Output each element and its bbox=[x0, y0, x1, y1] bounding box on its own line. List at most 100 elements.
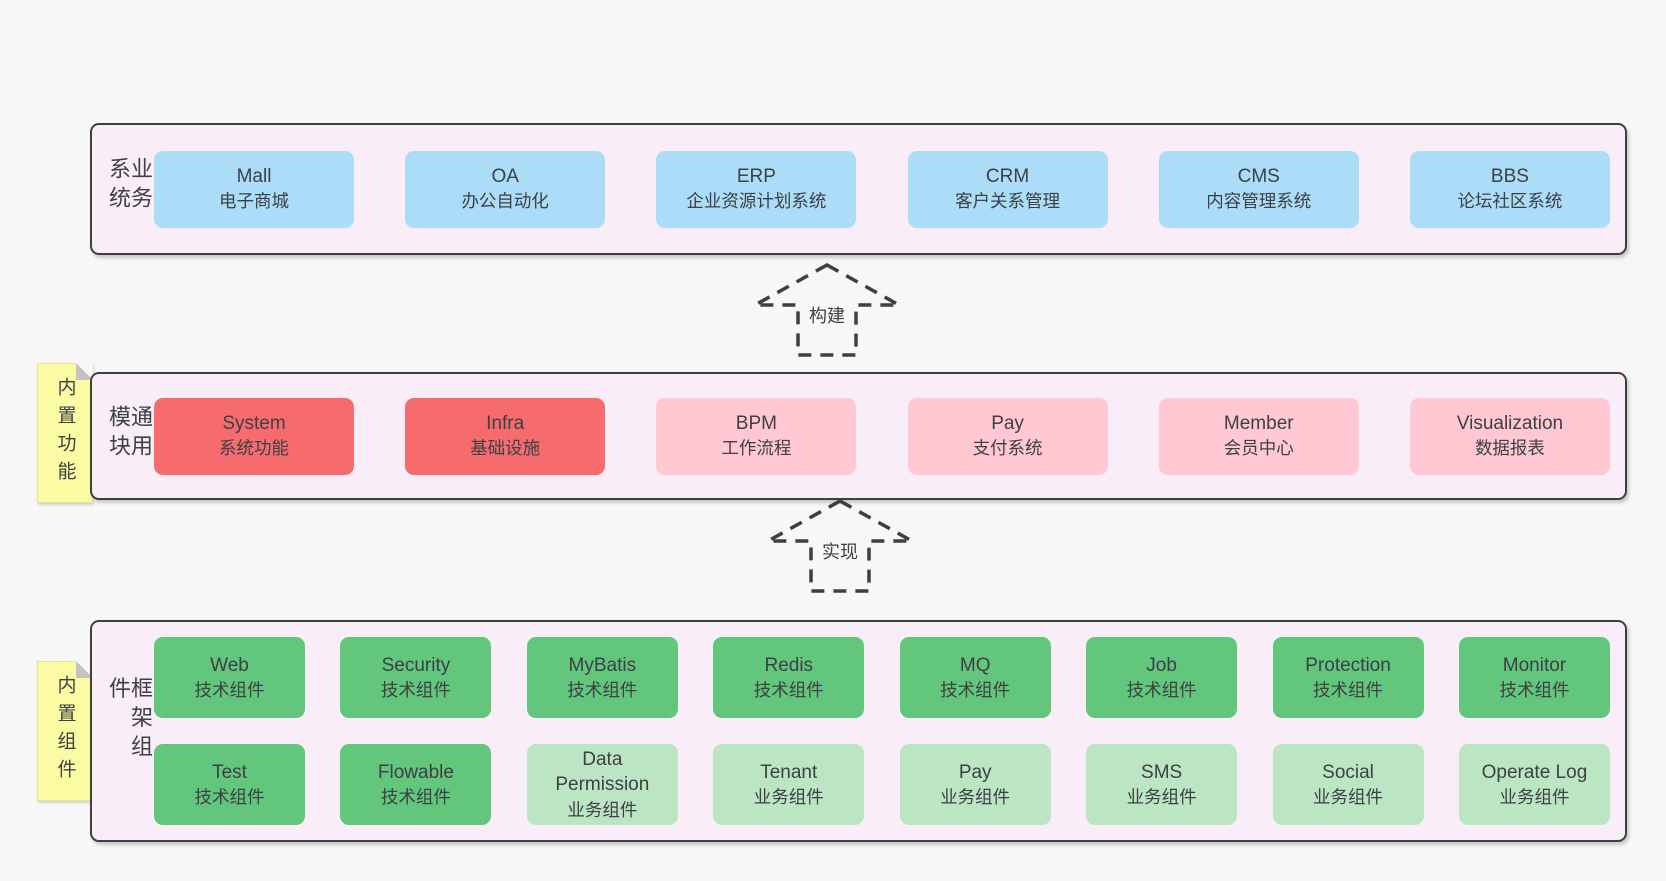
box-pay: Pay 业务组件 bbox=[899, 744, 1051, 825]
box-desc: 技术组件 bbox=[194, 786, 265, 807]
box-name: Pay bbox=[991, 413, 1024, 435]
box-name: Web bbox=[210, 654, 249, 676]
box-desc: 内容管理系统 bbox=[1206, 191, 1312, 212]
box-mq: MQ 技术组件 bbox=[899, 637, 1051, 718]
box-desc: 业务组件 bbox=[753, 786, 824, 807]
box-desc: 技术组件 bbox=[1499, 679, 1570, 700]
box-desc: 技术组件 bbox=[753, 679, 824, 700]
box-name: Member bbox=[1223, 413, 1294, 435]
box-flowable: Flowable 技术组件 bbox=[340, 744, 492, 825]
box-name: CMS bbox=[1237, 166, 1280, 188]
sticky-fold-icon bbox=[76, 363, 93, 380]
box-desc: 电子商城 bbox=[219, 191, 289, 212]
band-business-systems: 业务系统 Mall 电子商城 OA 办公自动化 ERP 企业资源计划系统 CRM 客户关系管理… bbox=[90, 123, 1627, 255]
module-row: Mall 电子商城 OA 办公自动化 ERP 企业资源计划系统 CRM 客户关系管理 CMS 内容… bbox=[154, 150, 1610, 228]
band-label: 通用模块 bbox=[106, 405, 153, 463]
box-name: Visualization bbox=[1456, 413, 1564, 435]
box-bpm: BPM 工作流程 bbox=[656, 397, 857, 475]
up-arrow-icon bbox=[752, 262, 902, 357]
box-desc: 工作流程 bbox=[721, 438, 792, 459]
box-oa: OA 办公自动化 bbox=[405, 150, 606, 228]
box-name: MyBatis bbox=[568, 654, 637, 676]
box-test: Test 技术组件 bbox=[154, 744, 305, 825]
band-common-modules: 通用模块 System 系统功能 Infra 基础设施 BPM 工作流程 Pay 支付系统 Me… bbox=[90, 372, 1627, 500]
band-boxes: System 系统功能 Infra 基础设施 BPM 工作流程 Pay 支付系统 Member 会… bbox=[154, 374, 1610, 498]
box-desc: 系统功能 bbox=[219, 438, 289, 459]
box-visualization: Visualization 数据报表 bbox=[1409, 397, 1610, 475]
box-desc: 业务组件 bbox=[567, 799, 638, 820]
box-web: Web 技术组件 bbox=[154, 637, 305, 718]
sticky-fold-icon bbox=[76, 661, 93, 678]
up-arrow-icon bbox=[765, 498, 915, 593]
sticky-note-builtin-components: 内置组件 bbox=[37, 661, 93, 801]
box-name: CRM bbox=[985, 166, 1030, 188]
band-label: 业务系统 bbox=[106, 157, 153, 215]
sticky-label: 内置组件 bbox=[54, 675, 76, 787]
box-name: MQ bbox=[959, 654, 991, 676]
box-mall: Mall 电子商城 bbox=[154, 150, 354, 228]
sticky-note-builtin-features: 内置功能 bbox=[37, 363, 93, 503]
box-name: Operate Log bbox=[1481, 761, 1588, 783]
box-pay: Pay 支付系统 bbox=[907, 397, 1108, 475]
box-cms: CMS 内容管理系统 bbox=[1158, 150, 1359, 228]
box-desc: 支付系统 bbox=[972, 438, 1043, 459]
arrow-build: 构建 bbox=[752, 262, 902, 358]
box-name: Pay bbox=[958, 761, 992, 783]
box-name: Job bbox=[1146, 654, 1177, 676]
box-name: System bbox=[222, 413, 286, 435]
box-name: Monitor bbox=[1502, 654, 1567, 676]
arrow-label: 构建 bbox=[805, 302, 849, 328]
box-name: Redis bbox=[764, 654, 814, 676]
box-desc: 业务组件 bbox=[1499, 786, 1570, 807]
module-row: System 系统功能 Infra 基础设施 BPM 工作流程 Pay 支付系统 Member 会… bbox=[154, 397, 1610, 475]
box-crm: CRM 客户关系管理 bbox=[907, 150, 1108, 228]
box-desc: 企业资源计划系统 bbox=[686, 191, 827, 212]
box-desc: 论坛社区系统 bbox=[1457, 191, 1563, 212]
box-social: Social 业务组件 bbox=[1272, 744, 1424, 825]
box-sms: SMS 业务组件 bbox=[1086, 744, 1238, 825]
box-desc: 业务组件 bbox=[1313, 786, 1384, 807]
band-label: 框架组件 bbox=[106, 676, 153, 764]
box-desc: 基础设施 bbox=[470, 438, 541, 459]
box-desc: 技术组件 bbox=[940, 679, 1011, 700]
box-infra: Infra 基础设施 bbox=[405, 397, 606, 475]
box-desc: 技术组件 bbox=[380, 679, 451, 700]
box-name: Test bbox=[212, 761, 247, 783]
box-desc: 技术组件 bbox=[1126, 679, 1197, 700]
box-desc: 技术组件 bbox=[380, 786, 451, 807]
box-name: SMS bbox=[1141, 761, 1183, 783]
box-system: System 系统功能 bbox=[154, 397, 354, 475]
box-name: Social bbox=[1322, 761, 1374, 783]
box-name: ERP bbox=[736, 166, 776, 188]
box-name: Protection bbox=[1305, 654, 1391, 676]
box-name: BPM bbox=[735, 413, 777, 435]
box-name: OA bbox=[491, 166, 519, 188]
box-desc: 业务组件 bbox=[1126, 786, 1197, 807]
box-desc: 数据报表 bbox=[1474, 438, 1545, 459]
box-name: Tenant bbox=[760, 761, 818, 783]
box-name: Mall bbox=[236, 166, 272, 188]
sticky-label: 内置功能 bbox=[54, 377, 76, 489]
box-desc: 客户关系管理 bbox=[955, 191, 1061, 212]
band-boxes: Mall 电子商城 OA 办公自动化 ERP 企业资源计划系统 CRM 客户关系管理 CMS 内容… bbox=[154, 125, 1610, 253]
box-operate-log: Operate Log 业务组件 bbox=[1458, 744, 1610, 825]
box-name: Infra bbox=[486, 413, 525, 435]
box-job: Job 技术组件 bbox=[1086, 637, 1238, 718]
box-desc: 业务组件 bbox=[940, 786, 1011, 807]
box-desc: 会员中心 bbox=[1223, 438, 1294, 459]
box-name: Flowable bbox=[377, 761, 454, 783]
box-desc: 技术组件 bbox=[194, 679, 265, 700]
box-desc: 技术组件 bbox=[1313, 679, 1384, 700]
arrow-implement: 实现 bbox=[765, 498, 915, 594]
box-desc: 技术组件 bbox=[567, 679, 638, 700]
box-mybatis: MyBatis 技术组件 bbox=[526, 637, 678, 718]
box-desc: 办公自动化 bbox=[461, 191, 549, 212]
box-member: Member 会员中心 bbox=[1158, 397, 1359, 475]
